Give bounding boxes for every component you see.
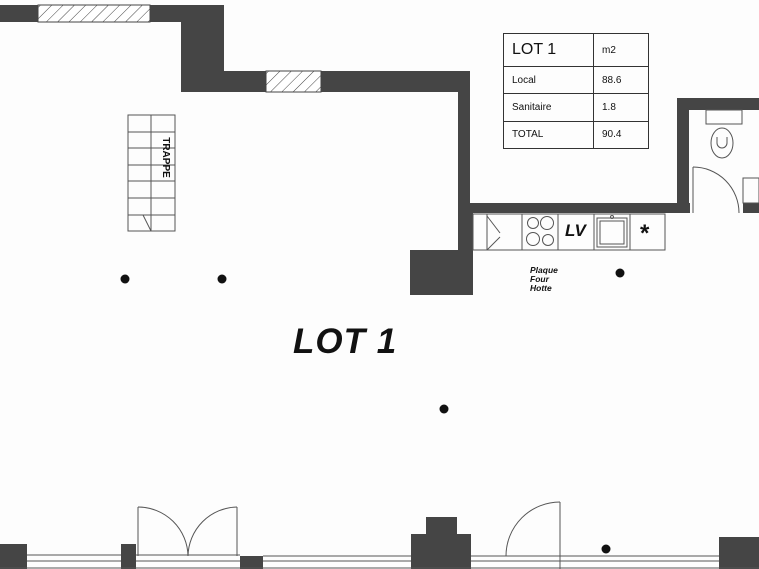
- window-top-left: [37, 4, 151, 23]
- table-row: Local 88.6: [503, 65, 649, 95]
- table-row: TOTAL 90.4: [503, 120, 649, 150]
- pillar-markers: [120, 268, 625, 554]
- burner-icon: [527, 217, 539, 229]
- row-label: TOTAL: [503, 120, 594, 150]
- wc-toilet: [692, 109, 759, 214]
- area-table: LOT 1 m2 Local 88.6 Sanitaire 1.8 TOTAL …: [503, 33, 649, 150]
- table-row: Sanitaire 1.8: [503, 93, 649, 122]
- dishwasher-label: LV: [565, 221, 586, 240]
- appliance-labels: Plaque Four Hotte: [530, 266, 558, 293]
- trapdoor-label: TRAPPE: [159, 137, 171, 178]
- sink-icon: [596, 217, 628, 248]
- appliance-label: Four: [530, 274, 549, 284]
- burner-icon: [540, 216, 554, 230]
- single-door: [505, 501, 561, 569]
- facade-bottom: [0, 517, 759, 569]
- table-header-row: LOT 1 m2: [503, 33, 649, 67]
- trapdoor-stairs: [127, 114, 176, 232]
- row-value: 1.8: [593, 93, 649, 122]
- window-top-middle: [265, 70, 322, 93]
- exterior-walls: [0, 5, 759, 295]
- burner-icon: [542, 234, 554, 246]
- room-label-main: LOT 1: [293, 322, 398, 361]
- row-label: Local: [503, 65, 594, 95]
- table-title: LOT 1: [503, 33, 594, 67]
- row-value: 90.4: [593, 120, 649, 150]
- burner-icon: [526, 232, 540, 246]
- fridge-symbol: *: [640, 220, 650, 247]
- appliance-label: Hotte: [530, 283, 552, 293]
- table-unit: m2: [593, 33, 649, 67]
- row-label: Sanitaire: [503, 93, 594, 122]
- row-value: 88.6: [593, 65, 649, 95]
- double-door: [137, 506, 238, 557]
- appliance-label: Plaque: [530, 265, 558, 275]
- kitchen-counter: [472, 213, 666, 251]
